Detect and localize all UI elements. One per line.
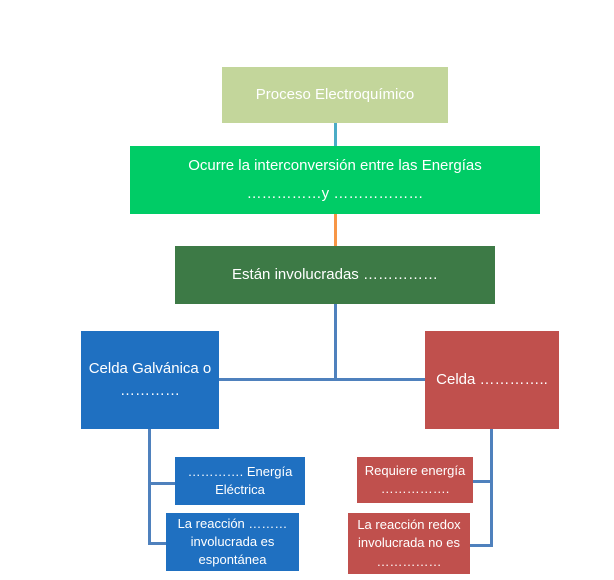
node-reaccion-espontanea: La reacción ……… involucrada es espontáne…	[166, 513, 299, 571]
node-estan-involucradas: Están involucradas ……………	[175, 246, 495, 304]
connector-left-trunk	[148, 429, 151, 545]
node-proceso-electroquimico: Proceso Electroquímico	[222, 67, 448, 123]
node-label-line1: La reacción ………	[177, 515, 288, 531]
node-label-line2: …………….	[380, 481, 450, 496]
node-label-line2: ……………y ………………	[246, 185, 424, 202]
node-requiere-energia: Requiere energía …………….	[357, 457, 473, 503]
node-label: Celda …………..	[436, 370, 548, 388]
connector-ocurre-estan	[334, 214, 337, 246]
node-label-line2: Eléctrica	[215, 482, 265, 497]
connector-proceso-ocurre	[334, 123, 337, 146]
connector-right-reaccion	[470, 544, 493, 547]
connector-estan-split	[334, 304, 337, 379]
node-label-line2: …………	[119, 382, 180, 399]
node-label-line3: ……………	[376, 553, 442, 569]
node-label-line1: La reacción redox	[357, 517, 461, 533]
connector-right-trunk	[490, 429, 493, 547]
node-energia-electrica: …………. Energía Eléctrica	[175, 457, 305, 505]
connector-right-requiere	[473, 480, 493, 483]
node-label-line2: involucrada es	[190, 533, 275, 549]
connector-left-energia	[148, 482, 175, 485]
node-label: Proceso Electroquímico	[255, 85, 415, 103]
node-label-line2: involucrada no es	[358, 535, 460, 551]
node-label-line1: Requiere energía	[364, 462, 466, 478]
connector-left-reaccion	[148, 542, 166, 545]
connector-horizontal	[219, 378, 425, 381]
node-reaccion-no-espontanea: La reacción redox involucrada no es ……………	[348, 513, 470, 574]
node-label-line1: Ocurre la interconversión entre las Ener…	[188, 157, 482, 175]
node-celda: Celda …………..	[425, 331, 559, 429]
node-label-line1: …………. Energía	[187, 463, 293, 479]
node-ocurre-interconversion: Ocurre la interconversión entre las Ener…	[130, 146, 540, 214]
node-celda-galvanica: Celda Galvánica o …………	[81, 331, 219, 429]
node-label-line3: espontánea	[198, 552, 267, 568]
node-label: Están involucradas ……………	[232, 265, 438, 283]
node-label-line1: Celda Galvánica o	[88, 360, 212, 378]
